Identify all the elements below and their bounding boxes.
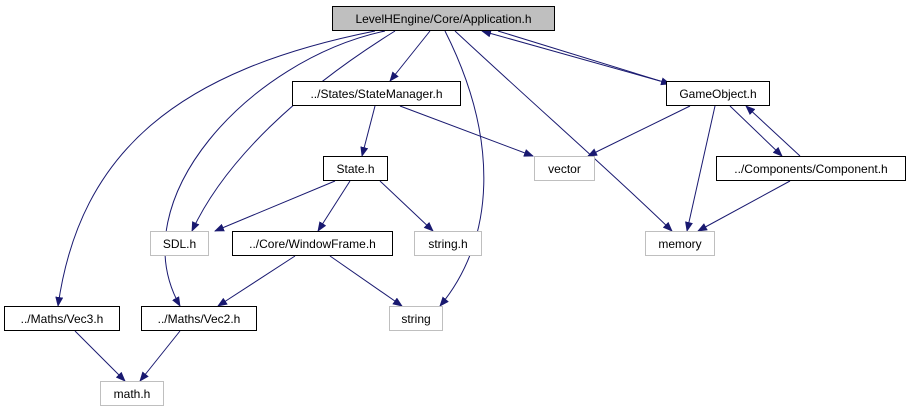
node-statemanager-h[interactable]: ../States/StateManager.h <box>292 81 461 106</box>
edge-windowframe-string <box>329 255 403 307</box>
edge-application-vec2 <box>164 30 386 307</box>
edge-application-statemanager <box>389 30 431 82</box>
edge-vec3-math <box>74 330 126 382</box>
edge-application-memory <box>454 30 673 232</box>
node-math-h: math.h <box>100 381 164 406</box>
edge-application-string <box>439 30 485 307</box>
edge-windowframe-vec2 <box>217 255 296 307</box>
edge-statemanager-state <box>360 105 376 157</box>
node-string: string <box>389 306 443 331</box>
node-vec2-h[interactable]: ../Maths/Vec2.h <box>141 306 257 331</box>
edge-gameobject-application <box>481 29 661 82</box>
node-vector: vector <box>534 156 595 181</box>
node-gameobject-h[interactable]: GameObject.h <box>666 81 770 106</box>
edge-state-sdl <box>214 180 336 232</box>
edge-component-gameobject <box>745 105 801 157</box>
edge-application-sdl <box>191 30 396 232</box>
edge-gameobject-memory <box>685 105 716 232</box>
node-state-h[interactable]: State.h <box>323 156 388 181</box>
node-vec3-h[interactable]: ../Maths/Vec3.h <box>4 306 120 331</box>
edge-application-vec3 <box>55 30 376 307</box>
edge-gameobject-vector <box>587 105 691 157</box>
node-windowframe-h[interactable]: ../Core/WindowFrame.h <box>232 231 393 256</box>
edge-application-gameobject <box>497 30 671 86</box>
edge-vec2-math <box>139 330 181 382</box>
node-sdl-h: SDL.h <box>150 231 209 256</box>
edge-gameobject-component <box>729 105 783 157</box>
node-memory: memory <box>645 231 715 256</box>
edge-component-memory <box>697 180 791 232</box>
node-component-h[interactable]: ../Components/Component.h <box>716 156 906 181</box>
edge-state-windowframe <box>317 180 351 232</box>
node-string-h: string.h <box>414 231 482 256</box>
node-application-h[interactable]: LevelHEngine/Core/Application.h <box>332 6 555 31</box>
edge-state-string_h <box>379 180 434 232</box>
edge-statemanager-vector <box>399 105 534 157</box>
